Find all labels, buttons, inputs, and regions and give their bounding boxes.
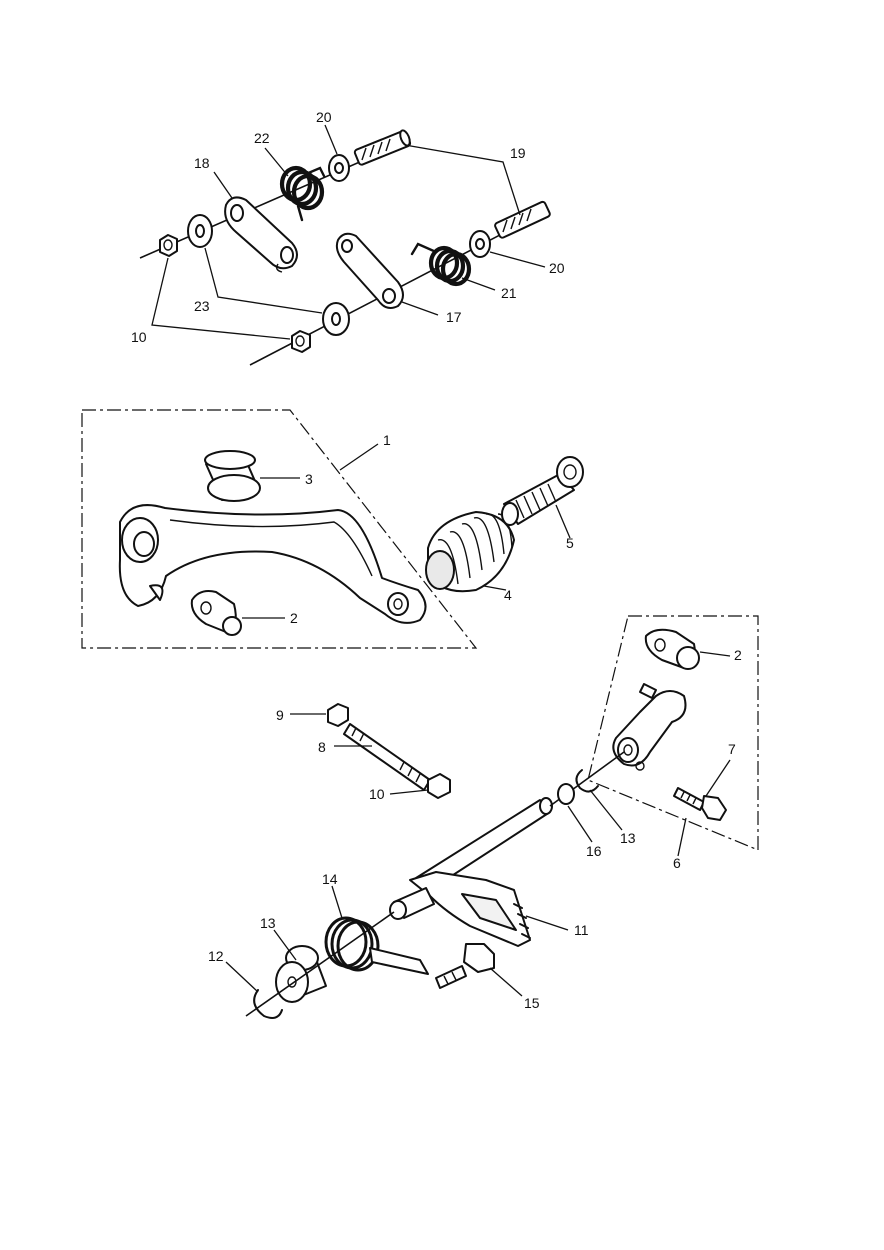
assembly-boundary-1 <box>81 409 478 649</box>
callout-5: 5 <box>566 535 574 551</box>
nut-lower <box>291 330 311 353</box>
flange-bolt <box>673 787 727 821</box>
callout-21: 21 <box>501 285 517 301</box>
callout-labels: 22 20 18 19 20 21 17 23 10 1 3 5 4 2 2 9… <box>131 109 742 1011</box>
stud-nut-upper <box>327 703 349 727</box>
shaft-washer <box>557 783 575 805</box>
callout-6: 6 <box>673 855 681 871</box>
selector-quadrant <box>389 871 531 947</box>
stop-bolt <box>435 943 495 989</box>
callout-13-lower: 13 <box>260 915 276 931</box>
callout-13-upper: 13 <box>620 830 636 846</box>
washer-left <box>187 214 213 248</box>
pedal-assembly <box>81 409 584 649</box>
callout-20-lower: 20 <box>549 260 565 276</box>
callout-12: 12 <box>208 948 224 964</box>
callout-20-upper: 20 <box>316 109 332 125</box>
arm-pivot-bushing <box>644 628 700 670</box>
assembly-boundary-6 <box>587 615 759 851</box>
nut-left <box>159 234 178 257</box>
circlip-lower <box>253 989 283 1019</box>
stud-nut-lower <box>427 773 451 799</box>
callout-14: 14 <box>322 871 338 887</box>
callout-7: 7 <box>728 741 736 757</box>
callout-1: 1 <box>383 432 391 448</box>
callout-10-upper: 10 <box>131 329 147 345</box>
pivot-pin-upper <box>353 129 412 166</box>
callout-16: 16 <box>586 843 602 859</box>
callout-18: 18 <box>194 155 210 171</box>
bushing <box>204 450 261 502</box>
torsion-spring-lower <box>410 242 472 287</box>
callout-10-lower: 10 <box>369 786 385 802</box>
linkage-arm-right <box>335 232 404 309</box>
callout-15: 15 <box>524 995 540 1011</box>
return-spring <box>324 916 429 975</box>
torsion-spring-upper <box>279 165 326 222</box>
pivot-pin-lower <box>494 200 551 239</box>
callout-22: 22 <box>254 130 270 146</box>
brake-pedal-lever <box>118 504 427 624</box>
selector-arm <box>612 683 687 771</box>
shaft-collar <box>275 945 327 1003</box>
washer-lower <box>322 302 350 336</box>
callout-2-right: 2 <box>734 647 742 663</box>
callout-19: 19 <box>510 145 526 161</box>
washer-upper <box>328 154 350 182</box>
selector-shaft <box>415 751 625 891</box>
callout-3: 3 <box>305 471 313 487</box>
selector-shaft-assembly <box>225 615 759 1019</box>
footrest-rubber <box>425 511 515 593</box>
callout-17: 17 <box>446 309 462 325</box>
callout-4: 4 <box>504 587 512 603</box>
callout-23: 23 <box>194 298 210 314</box>
stud <box>343 723 431 791</box>
footrest-peg <box>501 456 584 526</box>
callout-11: 11 <box>574 922 589 938</box>
callout-2-left: 2 <box>290 610 298 626</box>
linkage-arm-left <box>224 196 298 273</box>
washer-right <box>469 230 491 258</box>
callout-9: 9 <box>276 707 284 723</box>
circlip-upper <box>575 769 599 793</box>
pedal-pivot-bushing <box>190 590 242 636</box>
callout-8: 8 <box>318 739 326 755</box>
linkage-assembly <box>139 124 551 366</box>
